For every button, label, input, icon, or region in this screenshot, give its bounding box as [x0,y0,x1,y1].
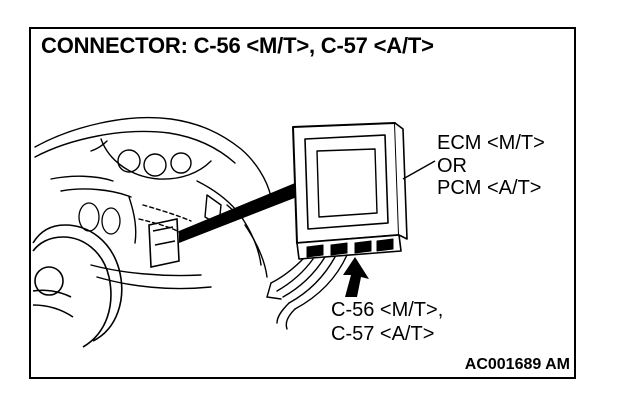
diagram-frame: CONNECTOR: C-56 <M/T>, C-57 <A/T> [29,27,576,379]
label-connector-c56: C-56 <M/T>, [331,299,444,321]
connector-arrow [343,257,369,297]
ecm-unit [292,122,408,260]
diagram-title: CONNECTOR: C-56 <M/T>, C-57 <A/T> [41,33,434,58]
label-pcm: PCM <A/T> [437,177,542,199]
ecm-leader-line [402,160,436,180]
side-vents [78,202,121,235]
steering-wheel [32,224,123,348]
label-connector-c57: C-57 <A/T> [331,323,435,345]
wire-harness [266,254,348,330]
label-or: OR [437,155,467,177]
label-ecm: ECM <M/T> [437,132,545,154]
dashboard-illustration [32,116,436,348]
ecm-location-marker [148,218,180,268]
figure-code: AC001689 AM [464,356,570,373]
location-pointer [179,183,297,243]
dashboard [34,116,272,290]
